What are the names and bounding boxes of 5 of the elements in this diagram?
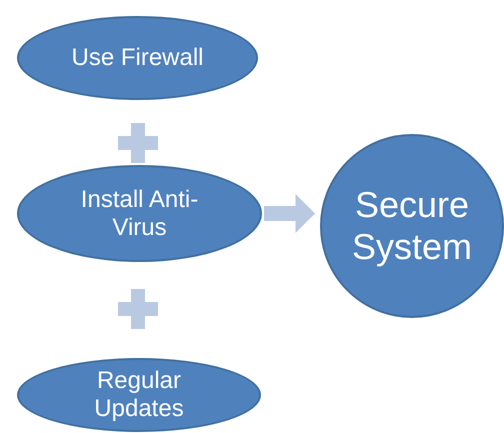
node-label: Install Anti-Virus	[80, 186, 200, 242]
arrow	[264, 194, 315, 233]
node-label: Secure System	[350, 184, 474, 268]
node-label: Use Firewall	[71, 44, 204, 72]
node-label: Regular Updates	[93, 367, 185, 423]
